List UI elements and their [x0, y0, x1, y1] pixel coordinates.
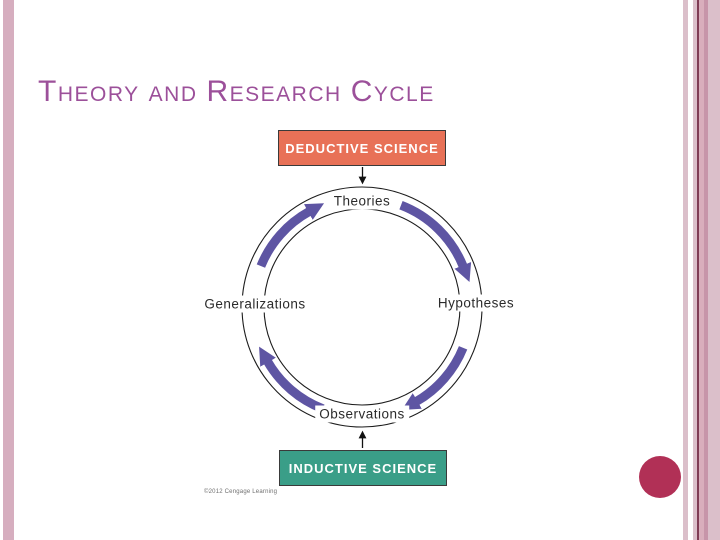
cycle-arrow-hypotheses-to-observations	[401, 346, 468, 410]
node-label-theories: Theories	[329, 192, 395, 210]
title-word-theory: THEORY	[38, 75, 140, 108]
node-label-observations: Observations	[315, 405, 409, 423]
right-accent-stripe-3	[699, 0, 704, 540]
title-word-cycle: CYCLE	[350, 75, 435, 108]
right-accent-stripe-4	[704, 0, 708, 540]
deductive-science-box: DEDUCTIVE SCIENCE	[278, 130, 446, 166]
copyright-text: ©2012 Cengage Learning	[204, 489, 278, 495]
decorative-corner-circle	[639, 456, 681, 498]
cycle-arrow-generalizations-to-theories	[256, 203, 325, 268]
left-accent-stripe	[3, 0, 14, 540]
node-label-generalizations: Generalizations	[200, 295, 310, 313]
title-word-research: RESEARCH	[206, 75, 342, 108]
node-label-hypotheses: Hypotheses	[433, 294, 519, 312]
right-accent-stripe-2	[693, 0, 697, 540]
inductive-science-box: INDUCTIVE SCIENCE	[279, 450, 447, 486]
right-accent-stripe-1	[683, 0, 688, 540]
right-accent-stripe-dark-line	[697, 0, 699, 540]
cycle-arrow-observations-to-generalizations	[259, 346, 325, 413]
right-accent-stripe-5	[708, 0, 720, 540]
cycle-arrow-theories-to-hypotheses	[399, 200, 472, 283]
title-word-and: AND	[148, 83, 198, 106]
